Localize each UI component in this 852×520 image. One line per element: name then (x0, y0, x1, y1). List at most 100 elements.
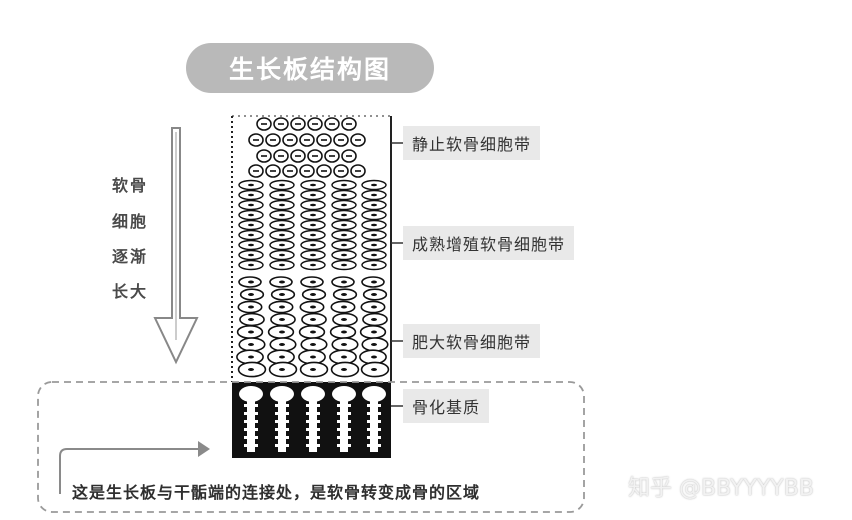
resting-cell (307, 117, 323, 131)
proliferative-cell (300, 239, 326, 251)
proliferative-cell (269, 259, 295, 271)
proliferative-cell (238, 209, 264, 221)
hypertrophic-cell (329, 324, 357, 339)
resting-cell (265, 164, 281, 178)
hypertrophic-cell (238, 337, 266, 352)
caption-pointer-arrow (59, 441, 210, 494)
hypertrophic-cell (268, 300, 294, 314)
proliferative-cell (269, 219, 295, 231)
side-text-3: 逐渐 (111, 247, 148, 266)
hypertrophic-cell (359, 324, 387, 339)
hypertrophic-cell (300, 276, 324, 288)
proliferative-cell (300, 199, 326, 211)
zone-label-proliferative: 成熟增殖软骨细胞带 (403, 226, 575, 260)
proliferative-cell (361, 209, 387, 221)
proliferative-cell (361, 189, 387, 201)
proliferative-cell (269, 229, 295, 241)
proliferative-cell (300, 179, 326, 191)
plate-column (231, 115, 392, 458)
hypertrophic-cell (332, 288, 358, 301)
side-text-1: 软骨 (111, 176, 148, 195)
hypertrophic-cell (270, 312, 296, 327)
proliferative-cell (238, 179, 264, 191)
resting-cell (307, 149, 323, 163)
hypertrophic-cell (237, 300, 263, 314)
junction-caption: 这是生长板与干骺端的连接处，是软骨转变成骨的区域 (72, 483, 481, 502)
hypertrophic-cell (301, 312, 327, 327)
proliferative-cell (238, 259, 264, 271)
proliferative-cell (269, 189, 295, 201)
resting-cell (273, 117, 289, 131)
junction-region-box (37, 381, 585, 513)
zone-label-resting: 静止软骨细胞带 (403, 126, 541, 160)
resting-cell (316, 164, 332, 178)
resting-cell (350, 164, 366, 178)
proliferative-cell (238, 239, 264, 251)
proliferative-cell (361, 239, 387, 251)
bone-spicule (332, 386, 356, 452)
resting-cell (290, 117, 306, 131)
proliferative-cell (238, 219, 264, 231)
hypertrophic-cell (361, 337, 389, 352)
proliferative-cell (331, 189, 357, 201)
resting-cell (248, 164, 264, 178)
resting-cell (341, 117, 357, 131)
proliferative-cell (238, 189, 264, 201)
chondrocyte-cells (236, 117, 390, 378)
hypertrophic-cell (239, 312, 265, 327)
proliferative-cell (331, 179, 357, 191)
proliferative-cell (361, 219, 387, 231)
proliferative-cell (269, 179, 295, 191)
hypertrophic-cell (330, 300, 356, 314)
resting-cell (350, 133, 366, 147)
proliferative-cell (269, 239, 295, 251)
bone-spicule (301, 386, 325, 452)
growth-direction-arrow (153, 127, 199, 365)
resting-cell (265, 133, 281, 147)
proliferative-cell (238, 249, 264, 261)
resting-cell (324, 149, 340, 163)
resting-cell (282, 164, 298, 178)
proliferative-cell (269, 209, 295, 221)
hypertrophic-cell (270, 288, 296, 301)
proliferative-cell (361, 259, 387, 271)
hypertrophic-cell (362, 288, 388, 301)
resting-cell (299, 164, 315, 178)
bone-trabeculae (239, 386, 386, 452)
hypertrophic-cell (330, 361, 360, 378)
hypertrophic-cell (300, 337, 328, 352)
resting-cell (282, 133, 298, 147)
bone-spicule (362, 386, 386, 452)
hypertrophic-cell (360, 361, 390, 378)
proliferative-cell (300, 219, 326, 231)
hypertrophic-cell (332, 312, 358, 327)
resting-cell (273, 149, 289, 163)
title-pill: 生长板结构图 (186, 43, 434, 93)
proliferative-cell (331, 219, 357, 231)
hypertrophic-cell (360, 300, 386, 314)
proliferative-cell (331, 239, 357, 251)
hypertrophic-cell (237, 361, 267, 378)
zone-label-hypertrophic: 肥大软骨细胞带 (403, 324, 541, 358)
resting-cell (248, 133, 264, 147)
proliferative-cell (269, 199, 295, 211)
zone-label-ossification: 骨化基质 (403, 389, 490, 423)
hypertrophic-cell (267, 324, 295, 339)
proliferative-cell (361, 179, 387, 191)
hypertrophic-cell (267, 349, 295, 365)
hypertrophic-cell (299, 361, 329, 378)
resting-cell (316, 133, 332, 147)
resting-cell (299, 133, 315, 147)
hypertrophic-cell (239, 288, 265, 301)
proliferative-cell (300, 259, 326, 271)
hypertrophic-cell (268, 361, 298, 378)
proliferative-cell (361, 249, 387, 261)
proliferative-cell (331, 259, 357, 271)
resting-cell (290, 149, 306, 163)
resting-cell (256, 117, 272, 131)
resting-cell (333, 133, 349, 147)
hypertrophic-cell (269, 337, 297, 352)
resting-cell (341, 149, 357, 163)
proliferative-cell (300, 189, 326, 201)
